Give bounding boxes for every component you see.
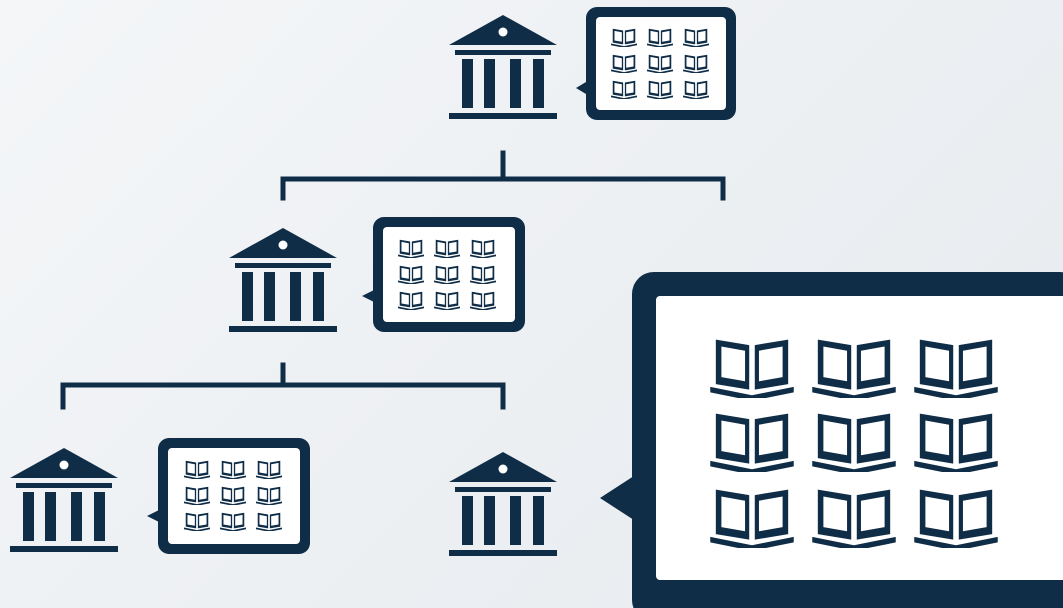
book-catalog-icon [576, 7, 736, 120]
museum-building-icon [10, 448, 118, 552]
node-leaf-left [10, 438, 310, 554]
book-catalog-icon [147, 438, 310, 554]
book-catalog-icon [362, 217, 525, 332]
node-leaf-right [449, 452, 557, 556]
node-mid-left [229, 217, 525, 332]
expanded-catalog-callout [600, 272, 1063, 608]
museum-building-icon [229, 228, 337, 332]
connector-mid [60, 362, 506, 410]
node-root [449, 7, 736, 120]
museum-building-icon [449, 15, 557, 119]
hierarchy-connectors [60, 150, 726, 410]
museum-building-icon [449, 452, 557, 556]
connector-root [280, 150, 726, 201]
